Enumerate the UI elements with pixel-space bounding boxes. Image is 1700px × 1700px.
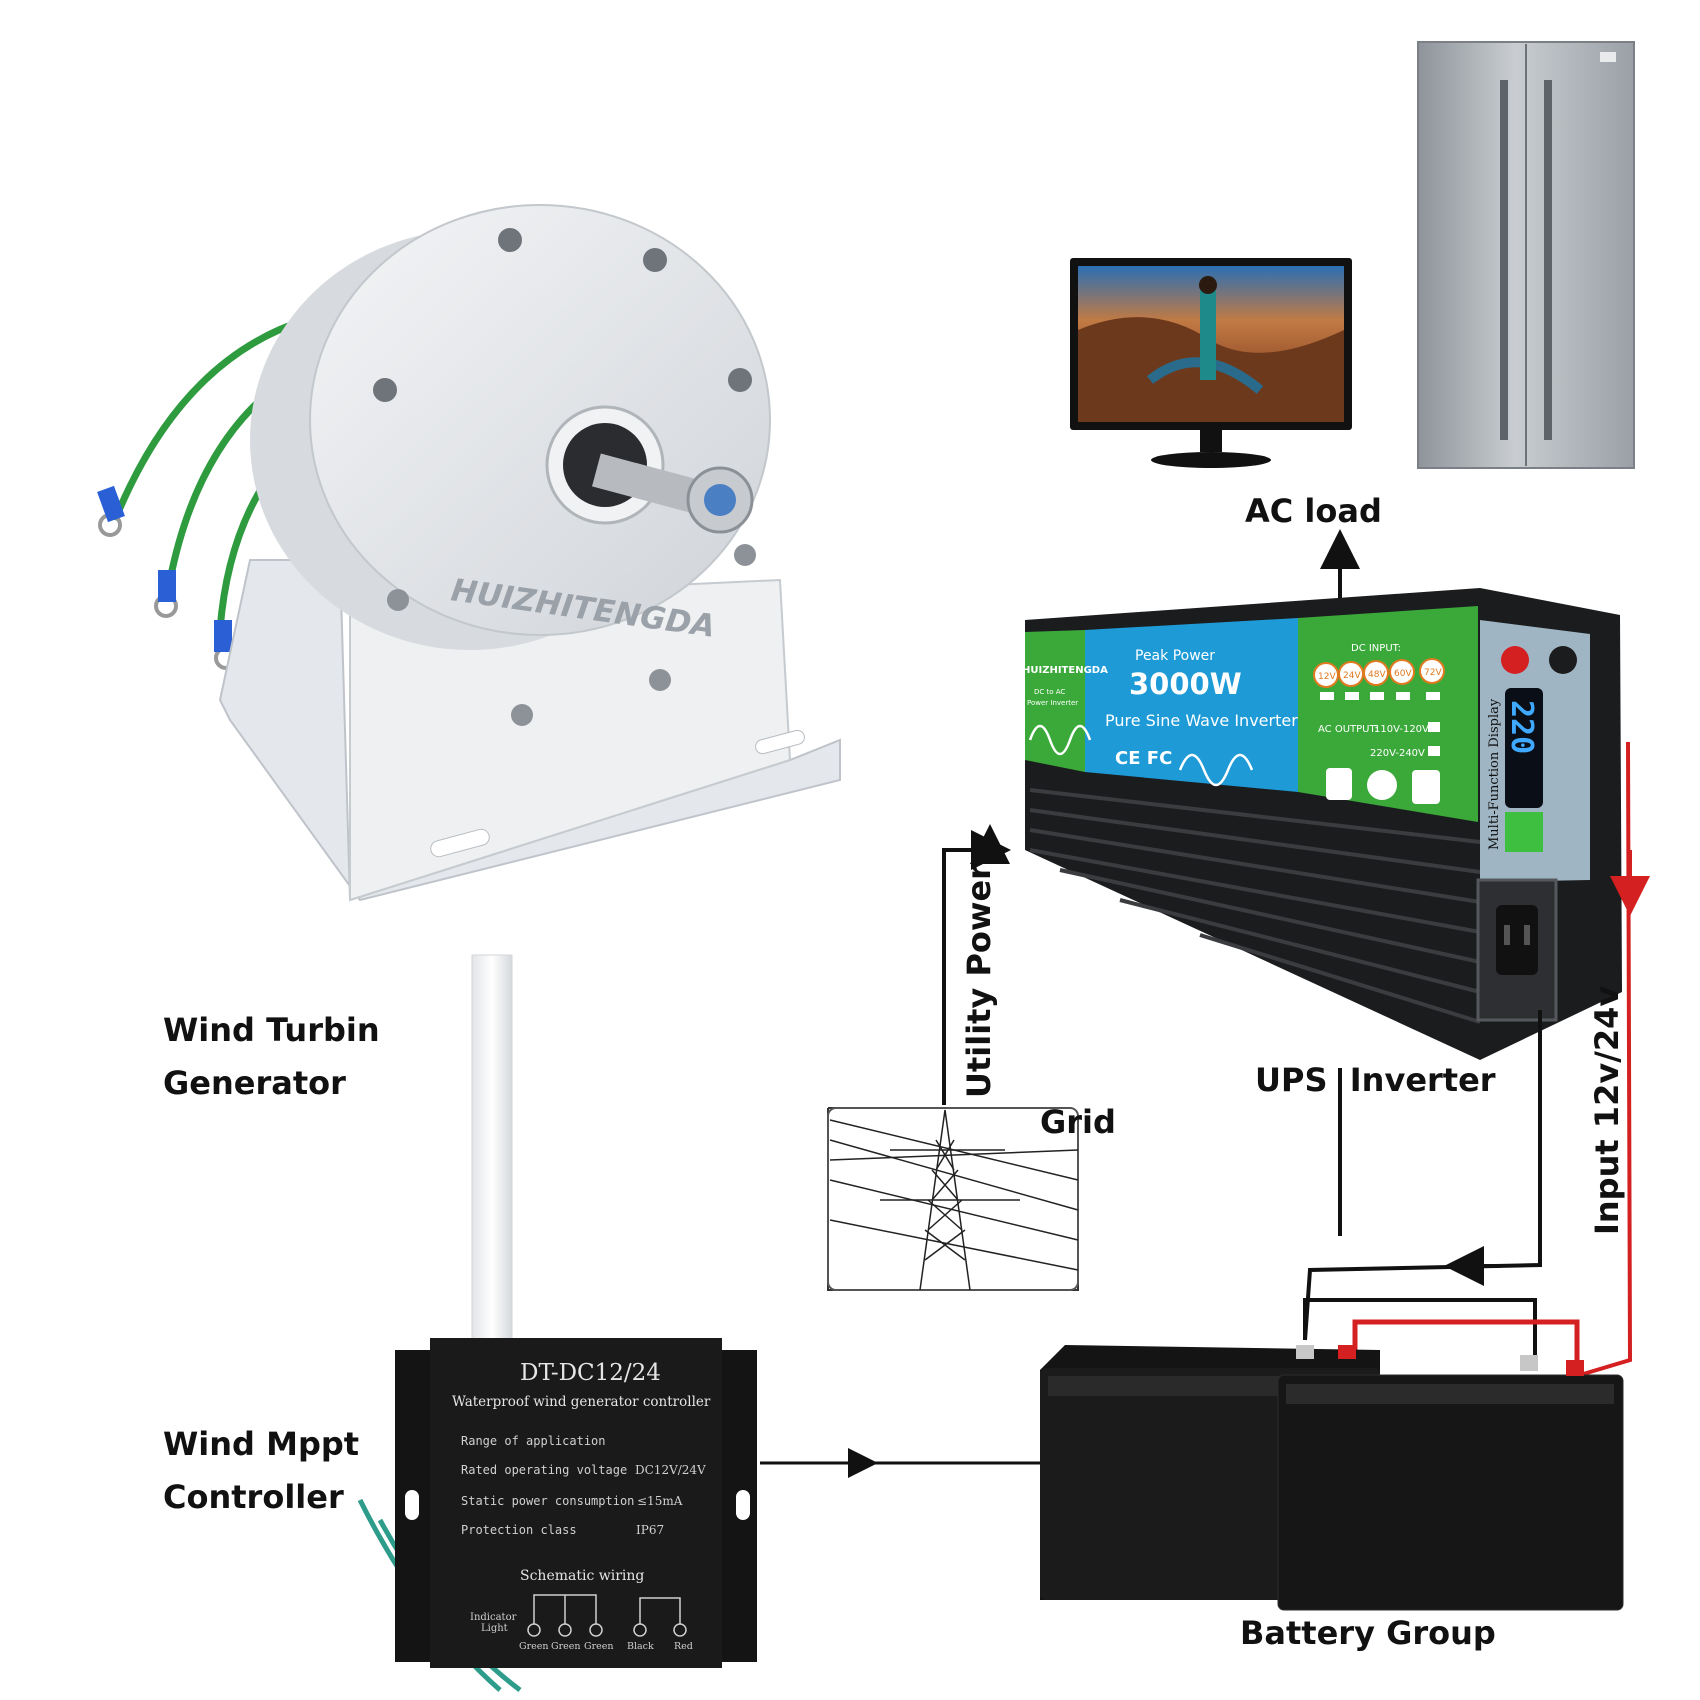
controller-spec-3-name: Static power consumption bbox=[461, 1494, 634, 1508]
controller-terminal-5: Red bbox=[674, 1641, 693, 1652]
wind-mppt-label-1: Wind Mppt bbox=[163, 1425, 359, 1463]
dc-voltage-12: 12V bbox=[1318, 672, 1336, 682]
ac-output-label: AC OUTPUT: bbox=[1318, 724, 1378, 735]
controller-indicator-2: Light bbox=[481, 1623, 508, 1634]
ups-inverter-label: UPS Inverter bbox=[1255, 1061, 1496, 1099]
controller-indicator-1: Indicator bbox=[470, 1612, 517, 1623]
input-voltage-label: Input 12v/24v bbox=[1588, 986, 1626, 1235]
television bbox=[1070, 258, 1352, 468]
battery-group bbox=[1040, 1345, 1624, 1611]
grid-tower bbox=[827, 1107, 1079, 1291]
dc-voltage-60: 60V bbox=[1394, 669, 1412, 679]
battery-group-label: Battery Group bbox=[1240, 1614, 1496, 1652]
inverter-peak-label: Peak Power bbox=[1135, 648, 1215, 664]
controller-terminal-2: Green bbox=[551, 1641, 581, 1652]
wind-generator bbox=[97, 204, 841, 902]
inverter bbox=[1025, 588, 1622, 1060]
dc-voltage-48: 48V bbox=[1368, 670, 1386, 680]
inverter-brand: HUIZHITENGDA bbox=[1022, 665, 1108, 676]
grid-label: Grid bbox=[1040, 1103, 1116, 1141]
inverter-cert: CE FC bbox=[1115, 748, 1172, 769]
controller-terminal-1: Green bbox=[519, 1641, 549, 1652]
wind-turbine-label-1: Wind Turbin bbox=[163, 1011, 380, 1049]
controller-model: DT-DC12/24 bbox=[520, 1360, 661, 1386]
ac-load-label: AC load bbox=[1245, 492, 1382, 530]
dc-voltage-72: 72V bbox=[1424, 668, 1442, 678]
inverter-type: Pure Sine Wave Inverter bbox=[1105, 711, 1298, 730]
utility-power-label: Utility Power bbox=[960, 864, 998, 1098]
controller-spec-3-value: ≤15mA bbox=[637, 1494, 683, 1508]
turbine-pole bbox=[471, 954, 513, 1346]
wind-mppt-label-2: Controller bbox=[163, 1478, 344, 1516]
controller-spec-4-name: Protection class bbox=[461, 1523, 577, 1537]
controller-title: Waterproof wind generator controller bbox=[452, 1394, 711, 1410]
display-value: 220 bbox=[1504, 700, 1539, 754]
refrigerator bbox=[1417, 41, 1635, 469]
controller-wiring-title: Schematic wiring bbox=[520, 1568, 644, 1584]
wind-turbine-label-2: Generator bbox=[163, 1064, 346, 1102]
ac-range-1: 110V-120V bbox=[1374, 724, 1429, 735]
inverter-subtitle-2: Power Inverter bbox=[1027, 699, 1078, 707]
controller-spec-4-value: IP67 bbox=[636, 1523, 664, 1537]
inverter-power: 3000W bbox=[1129, 667, 1242, 701]
controller-terminal-4: Black bbox=[627, 1641, 654, 1652]
controller-spec-2-value: DC12V/24V bbox=[635, 1463, 706, 1477]
wind-controller bbox=[357, 1338, 757, 1692]
controller-terminal-3: Green bbox=[584, 1641, 614, 1652]
display-label: Multi-Function Display bbox=[1487, 698, 1502, 850]
input-red-wire bbox=[1579, 741, 1633, 1377]
inverter-negative-wire bbox=[1303, 1010, 1542, 1341]
controller-spec-1-name: Range of application bbox=[461, 1434, 606, 1448]
controller-spec-2-name: Rated operating voltage bbox=[461, 1463, 627, 1477]
ac-range-2: 220V-240V bbox=[1370, 748, 1425, 759]
dc-voltage-24: 24V bbox=[1343, 671, 1361, 681]
inverter-subtitle-1: DC to AC bbox=[1034, 688, 1065, 696]
dc-input-label: DC INPUT: bbox=[1351, 643, 1401, 654]
